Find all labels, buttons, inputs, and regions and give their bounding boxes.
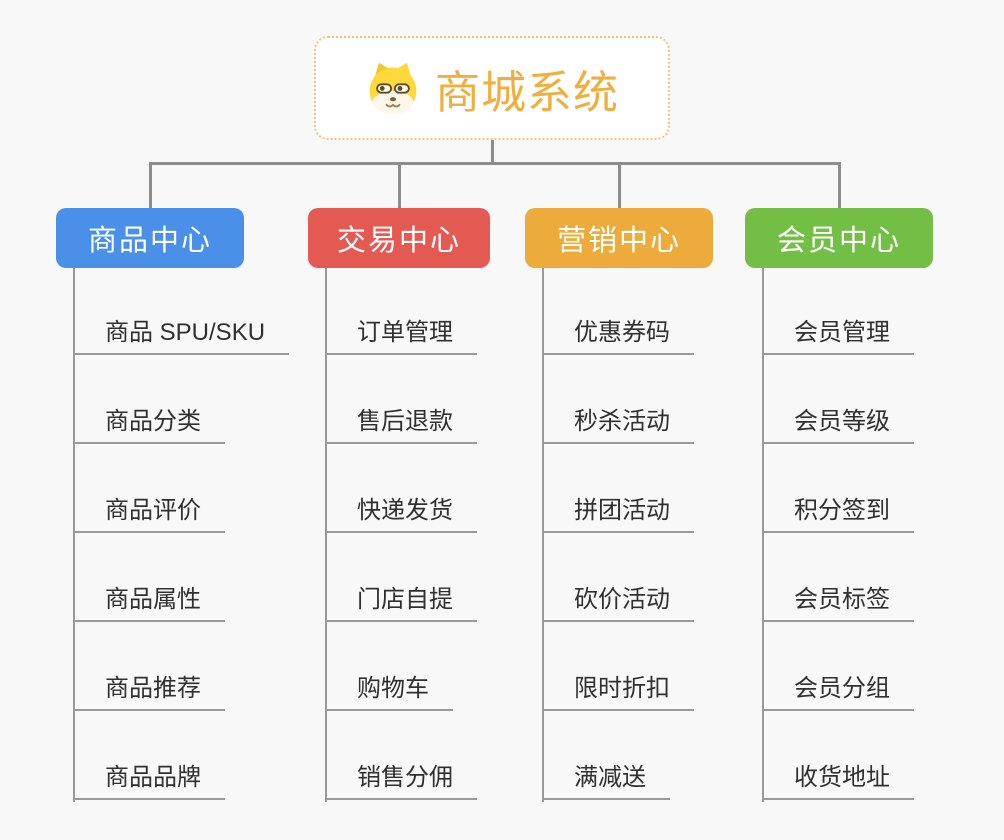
subtopic-aftersale-refund[interactable]: 售后退款 bbox=[325, 401, 477, 444]
subtopic-shipping-address[interactable]: 收货地址 bbox=[762, 757, 914, 800]
subtopic-row: 收货地址 bbox=[762, 711, 914, 800]
root-topic-title: 商城系统 bbox=[434, 66, 619, 118]
subtopic-flash-sale[interactable]: 秒杀活动 bbox=[542, 401, 694, 444]
subtopic-row: 商品品牌 bbox=[73, 711, 289, 800]
branch-box-trade-center[interactable]: 交易中心 bbox=[308, 208, 490, 268]
branch-spine bbox=[73, 268, 75, 802]
subtopic-member-level[interactable]: 会员等级 bbox=[762, 401, 914, 444]
subtopic-sales-commission[interactable]: 销售分佣 bbox=[325, 757, 477, 800]
branch-stub-4 bbox=[838, 162, 841, 208]
branch-product-center: 商品中心 商品 SPU/SKU 商品分类 商品评价 商品属性 商品推荐 商品品牌 bbox=[56, 208, 290, 802]
subtopic-order-management[interactable]: 订单管理 bbox=[325, 312, 477, 355]
branch-spine bbox=[325, 268, 327, 802]
subtopic-member-management[interactable]: 会员管理 bbox=[762, 312, 914, 355]
subtopic-store-pickup[interactable]: 门店自提 bbox=[325, 579, 477, 622]
subtopic-product-spu-sku[interactable]: 商品 SPU/SKU bbox=[73, 312, 290, 355]
subtopic-row: 购物车 bbox=[325, 622, 477, 711]
subtopic-member-tags[interactable]: 会员标签 bbox=[762, 579, 914, 622]
subtopic-coupon-code[interactable]: 优惠券码 bbox=[542, 312, 694, 355]
subtopic-full-reduction[interactable]: 满减送 bbox=[542, 757, 670, 800]
branch-stub-3 bbox=[618, 162, 621, 208]
branch-box-marketing-center[interactable]: 营销中心 bbox=[525, 208, 713, 268]
subtopic-row: 商品分类 bbox=[73, 355, 289, 444]
root-topic[interactable]: 商城系统 bbox=[314, 36, 670, 140]
branch-box-member-center[interactable]: 会员中心 bbox=[745, 208, 933, 268]
branch-member-center: 会员中心 会员管理 会员等级 积分签到 会员标签 会员分组 收货地址 bbox=[745, 208, 933, 802]
subtopic-product-category[interactable]: 商品分类 bbox=[73, 401, 225, 444]
subtopic-row: 售后退款 bbox=[325, 355, 477, 444]
branch-marketing-center: 营销中心 优惠券码 秒杀活动 拼团活动 砍价活动 限时折扣 满减送 bbox=[525, 208, 713, 802]
subtopic-group-buy[interactable]: 拼团活动 bbox=[542, 490, 694, 533]
subtopic-product-attribute[interactable]: 商品属性 bbox=[73, 579, 225, 622]
branch-box-product-center[interactable]: 商品中心 bbox=[56, 208, 244, 268]
subtopic-member-groups[interactable]: 会员分组 bbox=[762, 668, 914, 711]
subtopic-row: 销售分佣 bbox=[325, 711, 477, 800]
shiba-dog-icon bbox=[369, 62, 417, 115]
branch-spine bbox=[762, 268, 764, 802]
subtopic-product-brand[interactable]: 商品品牌 bbox=[73, 757, 225, 800]
subtopic-limited-time-discount[interactable]: 限时折扣 bbox=[542, 668, 694, 711]
subtopic-row: 商品 SPU/SKU bbox=[73, 268, 290, 355]
subtopic-row: 砍价活动 bbox=[542, 533, 694, 622]
branch-trade-center: 交易中心 订单管理 售后退款 快递发货 门店自提 购物车 销售分佣 bbox=[308, 208, 490, 802]
subtopic-shopping-cart[interactable]: 购物车 bbox=[325, 668, 453, 711]
subtopic-row: 优惠券码 bbox=[542, 268, 694, 355]
subtopic-row: 积分签到 bbox=[762, 444, 914, 533]
subtopic-product-recommend[interactable]: 商品推荐 bbox=[73, 668, 225, 711]
subtopic-row: 快递发货 bbox=[325, 444, 477, 533]
subtopic-row: 会员管理 bbox=[762, 268, 914, 355]
subtopic-row: 门店自提 bbox=[325, 533, 477, 622]
subtopic-points-checkin[interactable]: 积分签到 bbox=[762, 490, 914, 533]
subtopic-row: 会员标签 bbox=[762, 533, 914, 622]
subtopic-row: 拼团活动 bbox=[542, 444, 694, 533]
subtopic-row: 商品属性 bbox=[73, 533, 289, 622]
subtopic-express-delivery[interactable]: 快递发货 bbox=[325, 490, 477, 533]
subtopic-bargain-activity[interactable]: 砍价活动 bbox=[542, 579, 694, 622]
subtopic-row: 秒杀活动 bbox=[542, 355, 694, 444]
subtopic-product-review[interactable]: 商品评价 bbox=[73, 490, 225, 533]
subtopic-row: 会员分组 bbox=[762, 622, 914, 711]
subtopic-row: 会员等级 bbox=[762, 355, 914, 444]
subtopic-row: 商品推荐 bbox=[73, 622, 289, 711]
subtopic-row: 满减送 bbox=[542, 711, 694, 800]
branch-spine bbox=[542, 268, 544, 802]
branch-stub-1 bbox=[149, 162, 152, 208]
branch-stub-2 bbox=[398, 162, 401, 208]
root-connector-stub bbox=[491, 138, 494, 164]
subtopic-row: 商品评价 bbox=[73, 444, 289, 533]
subtopic-row: 订单管理 bbox=[325, 268, 477, 355]
branch-connector-horizontal bbox=[149, 162, 840, 165]
subtopic-row: 限时折扣 bbox=[542, 622, 694, 711]
